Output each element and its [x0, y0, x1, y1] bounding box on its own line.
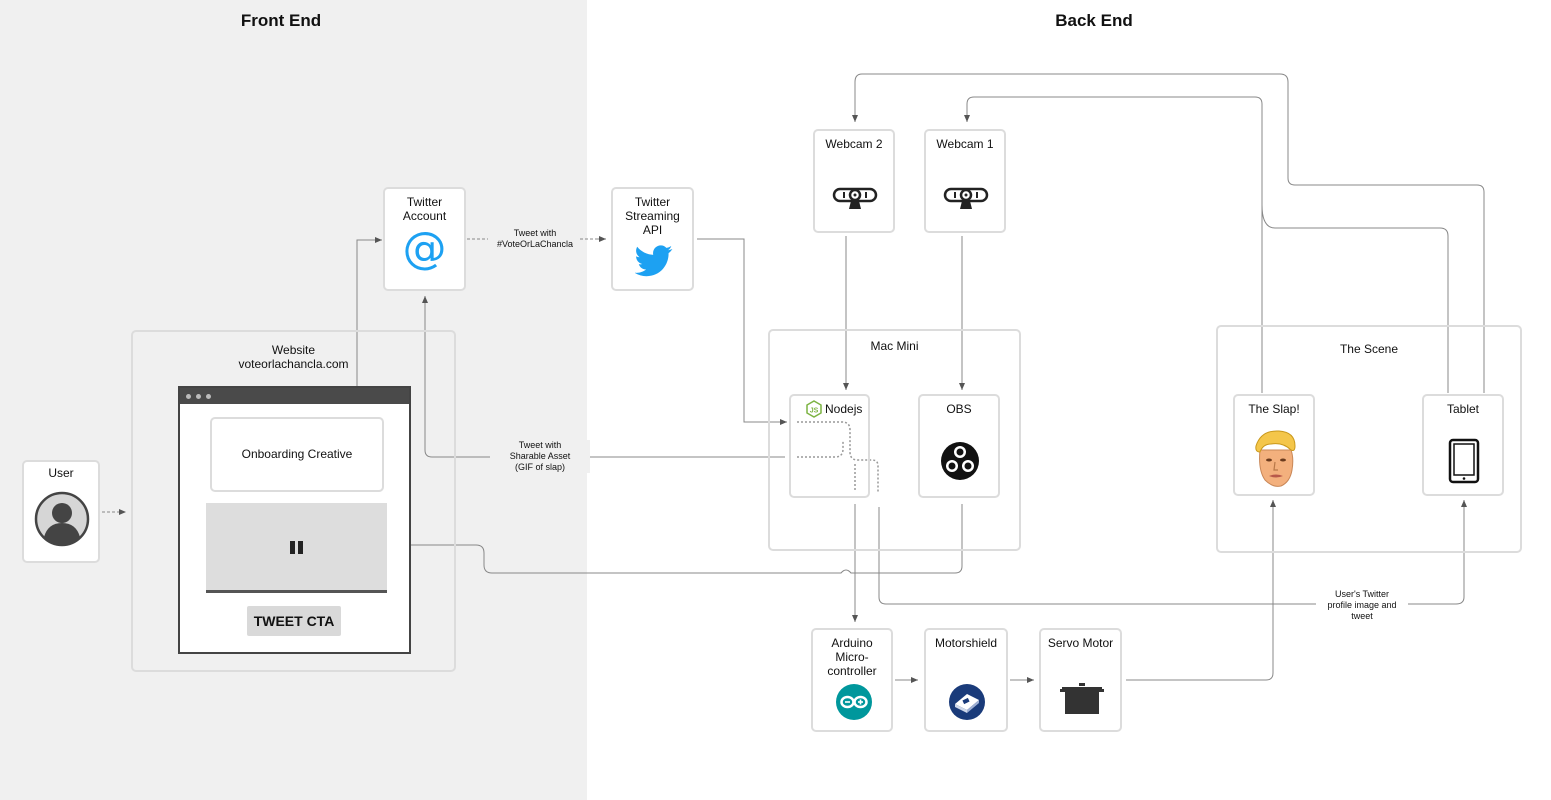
tablet-icon — [1448, 438, 1480, 484]
onboarding-label: Onboarding Creative — [241, 447, 353, 461]
edge-label-sharable: Tweet with Sharable Asset (GIF of slap) — [490, 440, 590, 473]
webcam2-label: Webcam 2 — [825, 137, 883, 151]
the-slap-node: The Slap! — [1233, 394, 1315, 496]
front-end-title: Front End — [240, 11, 322, 30]
tablet-label: Tablet — [1446, 402, 1480, 416]
webcam1-node: Webcam 1 — [924, 129, 1006, 233]
obs-node: OBS — [918, 394, 1000, 498]
pause-icon[interactable] — [289, 540, 305, 556]
edge-label-profile: User's Twitter profile image and tweet — [1316, 589, 1408, 622]
webcam2-node: Webcam 2 — [813, 129, 895, 233]
servo-motor-icon — [1060, 683, 1104, 714]
the-scene-label: The Scene — [1339, 342, 1399, 356]
website-title: Website — [271, 343, 316, 357]
mac-mini-group: Mac Mini — [768, 329, 1021, 551]
twitter-account-node: Twitter Account @ — [383, 187, 466, 291]
twitter-account-label: Twitter Account — [402, 195, 447, 223]
window-dot — [186, 394, 191, 399]
arduino-label: Arduino Micro- controller — [827, 636, 877, 678]
motorshield-label: Motorshield — [934, 636, 998, 650]
user-label: User — [48, 466, 74, 480]
browser-titlebar — [180, 388, 409, 404]
video-player[interactable] — [206, 503, 387, 593]
back-end-title: Back End — [1055, 11, 1133, 30]
arduino-node: Arduino Micro- controller — [811, 628, 893, 732]
motorshield-icon — [949, 684, 985, 720]
obs-icon — [941, 442, 979, 480]
twitter-streaming-label: Twitter Streaming API — [625, 195, 680, 237]
website-url: voteorlachancla.com — [238, 357, 349, 371]
website-group: Website voteorlachancla.com — [131, 330, 456, 672]
webcam-icon — [943, 187, 989, 209]
twitter-bird-icon — [635, 245, 673, 277]
twitter-streaming-node: Twitter Streaming API — [611, 187, 694, 291]
user-node: User — [22, 460, 100, 563]
servo-motor-node: Servo Motor — [1039, 628, 1122, 732]
the-scene-group: The Scene — [1216, 325, 1522, 553]
window-dot — [196, 394, 201, 399]
the-slap-label: The Slap! — [1248, 402, 1300, 416]
onboarding-creative: Onboarding Creative — [210, 417, 384, 492]
arduino-icon — [836, 684, 872, 720]
nodejs-node: JS Nodejs — [789, 394, 870, 498]
nodejs-icon: JS — [806, 400, 822, 418]
browser-window: Onboarding Creative TWEET CTA — [178, 386, 411, 654]
face-mask-icon — [1255, 430, 1296, 487]
svg-text:JS: JS — [810, 408, 819, 415]
tablet-node: Tablet — [1422, 394, 1504, 496]
window-dot — [206, 394, 211, 399]
nodejs-label: Nodejs — [825, 402, 863, 416]
tweet-cta-button[interactable]: TWEET CTA — [247, 606, 341, 636]
motorshield-node: Motorshield — [924, 628, 1008, 732]
edge-label-hashtag: Tweet with #VoteOrLaChancla — [496, 228, 574, 249]
webcam-icon — [832, 187, 878, 209]
at-sign-icon: @ — [402, 223, 447, 274]
mac-mini-label: Mac Mini — [870, 339, 919, 353]
obs-label: OBS — [946, 402, 972, 416]
user-avatar-icon — [34, 491, 90, 547]
servo-motor-label: Servo Motor — [1047, 636, 1114, 650]
webcam1-label: Webcam 1 — [936, 137, 994, 151]
